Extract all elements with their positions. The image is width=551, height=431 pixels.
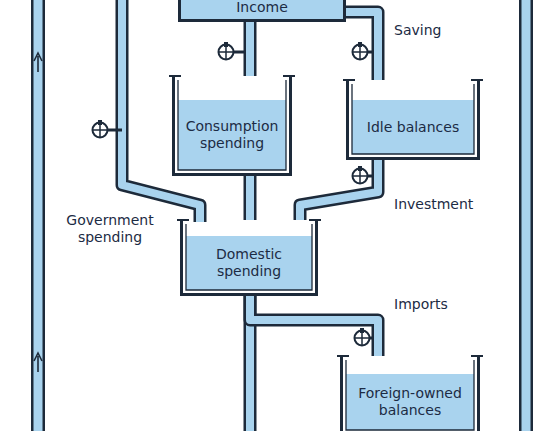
tank-label-area: Income [186, 0, 338, 16]
tank-label: Consumption spending [180, 118, 284, 152]
tank-label-area: Foreign-owned balances [348, 374, 472, 430]
tank-label: Domestic spending [188, 246, 310, 280]
pipe-connector [250, 296, 378, 356]
pipe-connector [346, 12, 378, 80]
tank-label-area: Domestic spending [188, 236, 310, 290]
tank-label: Foreign-owned balances [348, 385, 472, 419]
tank-label-area: Consumption spending [180, 100, 284, 170]
pipe-connector [250, 22, 251, 76]
tank-label-area: Idle balances [354, 100, 472, 154]
right-pipe [526, 0, 527, 431]
valve-wheel [93, 120, 123, 138]
left-return-pipe [34, 0, 42, 431]
tank-label: Idle balances [367, 119, 459, 136]
reservoir-box: Income [178, 0, 346, 22]
pipe-label: Government spending [48, 212, 172, 246]
pipe-label: Saving [392, 22, 443, 39]
tank: Foreign-owned balances [340, 356, 480, 431]
tank: Idle balances [346, 80, 480, 160]
tank: Domestic spending [180, 220, 318, 296]
tank: Consumption spending [172, 76, 292, 176]
pipe-connector [250, 176, 251, 220]
pipe-label: Imports [392, 296, 450, 313]
pipe-label: Investment [392, 196, 475, 213]
tank-label: Income [236, 0, 288, 16]
valves [93, 42, 379, 346]
pipe-connector [300, 160, 378, 220]
